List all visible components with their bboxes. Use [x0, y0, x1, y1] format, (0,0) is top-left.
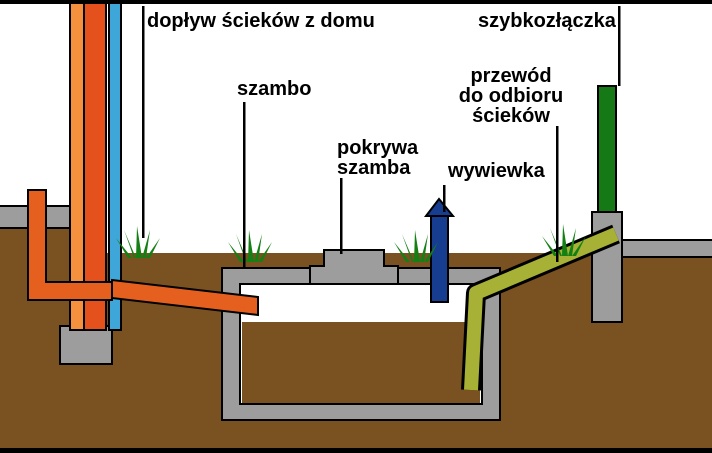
bottom-border — [0, 448, 712, 453]
house-foundation — [59, 325, 113, 365]
house-wall-brick-layer — [83, 0, 107, 331]
top-border — [0, 0, 712, 4]
vent-pipe — [430, 213, 449, 303]
label-cover: pokrywa szamba — [337, 137, 419, 179]
septic-tank-cover — [309, 249, 399, 285]
house-wall-outer-layer — [69, 0, 85, 331]
house-wall-inner-layer — [108, 0, 122, 331]
leader-line-vent — [443, 185, 446, 212]
label-tank: szambo — [237, 78, 312, 100]
leader-line-inflow — [142, 6, 145, 238]
leader-line-collection-pipe — [556, 126, 559, 262]
inflow-pipe — [111, 278, 259, 317]
label-inflow: dopływ ścieków z domu — [147, 10, 375, 32]
label-quick-coupling: szybkozłączka — [478, 10, 616, 32]
vent-cap — [423, 197, 456, 217]
leader-line-quick-coupling — [618, 6, 621, 86]
septic-tank-sewage — [242, 322, 480, 403]
label-vent: wywiewka — [448, 160, 545, 182]
label-collection-pipe: przewód do odbioru ścieków — [458, 65, 564, 127]
right-pavement — [619, 239, 712, 258]
leader-line-cover — [340, 178, 343, 254]
quick-coupling-pipe — [597, 85, 617, 213]
leader-line-tank — [243, 102, 246, 268]
